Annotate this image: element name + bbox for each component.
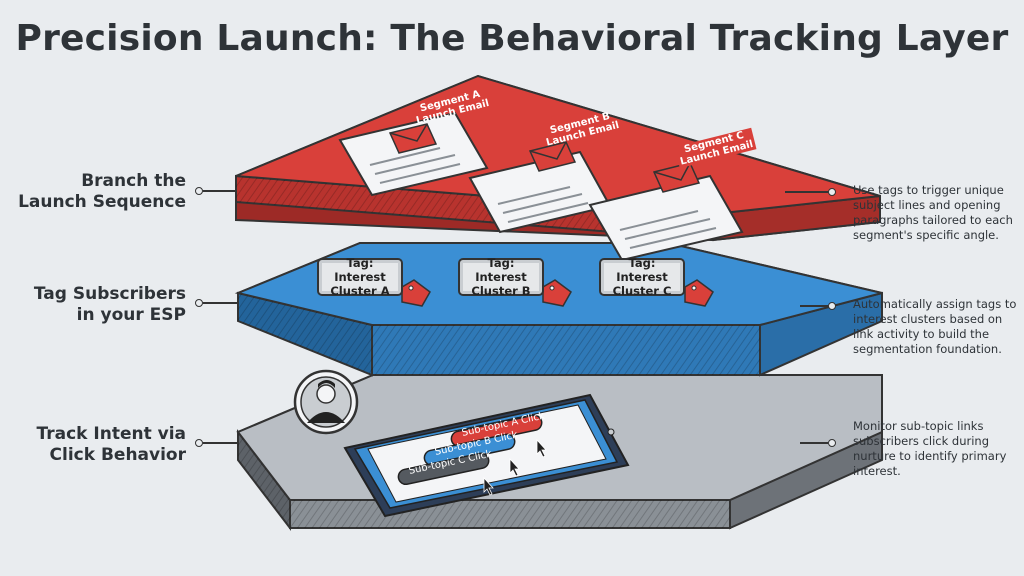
- envelope-icon: [652, 162, 701, 193]
- page-title: Precision Launch: The Behavioral Trackin…: [15, 18, 1009, 59]
- email-document-a: [338, 111, 489, 197]
- connector-line: [800, 305, 828, 307]
- tag-icon: [542, 279, 572, 307]
- user-avatar-icon: [293, 369, 359, 435]
- connector-dot: [828, 439, 836, 447]
- connector-line: [203, 442, 238, 444]
- track-intent-layer: [236, 374, 883, 531]
- tag-box-cluster-c: Tag: Interest Cluster C: [599, 256, 685, 298]
- click-pill-c: [397, 452, 490, 486]
- tag-icon: [684, 279, 714, 307]
- connector-dot: [195, 187, 203, 195]
- connector-dot: [828, 302, 836, 310]
- description-tag: Automatically assign tags to interest cl…: [853, 297, 1017, 356]
- connector-dot: [828, 188, 836, 196]
- connector-line: [203, 190, 236, 192]
- envelope-icon: [388, 123, 438, 154]
- envelope-icon: [528, 141, 577, 172]
- connector-dot: [195, 439, 203, 447]
- connector-line: [203, 302, 238, 304]
- connector-line: [800, 442, 828, 444]
- description-track: Monitor sub-topic links subscribers clic…: [853, 419, 1007, 478]
- connector-line: [785, 191, 828, 193]
- tag-box-cluster-a: Tag: Interest Cluster A: [317, 256, 403, 298]
- tag-box-cluster-b: Tag: Interest Cluster B: [458, 256, 544, 298]
- tag-icon: [401, 279, 431, 307]
- description-branch: Use tags to trigger unique subject lines…: [853, 183, 1013, 242]
- connector-dot: [195, 299, 203, 307]
- cursor-icon: [483, 438, 547, 496]
